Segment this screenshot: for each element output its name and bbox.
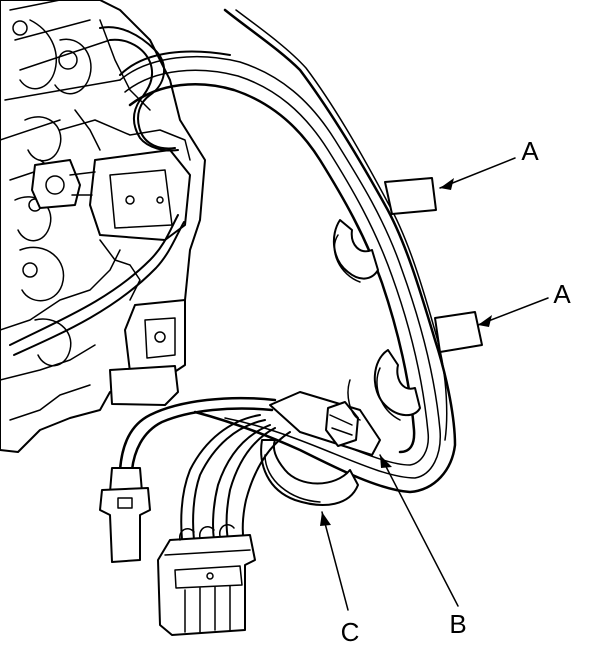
clamp-a-lower xyxy=(373,311,483,421)
sensor-connector xyxy=(31,119,191,241)
clamp-c xyxy=(260,439,359,506)
clamp-a-upper xyxy=(332,177,437,283)
wire-harness xyxy=(99,8,457,494)
callout-c: C xyxy=(341,617,360,647)
callout-a-upper: A xyxy=(521,136,539,166)
leader-lines xyxy=(320,157,549,611)
engine-cable xyxy=(9,214,185,356)
callout-b: B xyxy=(449,609,466,639)
mount-bracket xyxy=(109,299,186,406)
harness-branches xyxy=(118,396,291,546)
small-connector xyxy=(99,467,151,563)
clip-b xyxy=(269,379,381,456)
callout-a-lower: A xyxy=(553,279,571,309)
large-connector xyxy=(157,524,256,636)
